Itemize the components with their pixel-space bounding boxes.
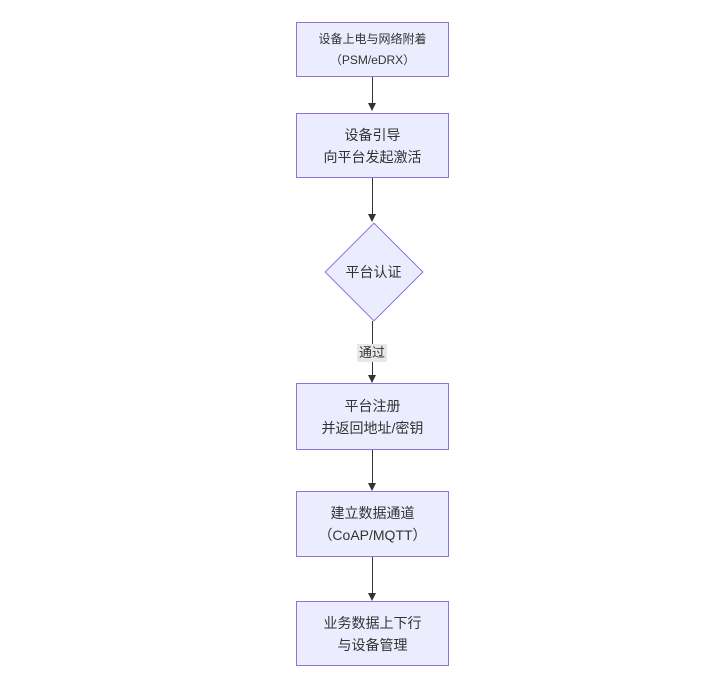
node-bootstrap: 设备引导 向平台发起激活 xyxy=(296,113,449,178)
node-platform-register: 平台注册 并返回地址/密钥 xyxy=(296,383,449,450)
edge-register-to-channel xyxy=(372,450,373,484)
arrowhead-down-icon xyxy=(368,483,376,491)
node-label-line: 并返回地址/密钥 xyxy=(321,419,424,436)
node-label-line: 平台注册 xyxy=(344,397,401,414)
node-label-line: 设备引导 xyxy=(344,126,401,143)
node-label-line: 业务数据上下行 xyxy=(323,614,422,631)
edge-label-pass: 通过 xyxy=(356,344,388,362)
node-label-line: 向平台发起激活 xyxy=(323,148,422,165)
edge-boot-to-auth xyxy=(372,178,373,215)
edge-channel-to-business xyxy=(372,557,373,594)
node-label-line: （PSM/eDRX） xyxy=(329,52,416,67)
node-business-data: 业务数据上下行 与设备管理 xyxy=(296,601,449,666)
arrowhead-down-icon xyxy=(368,593,376,601)
arrowhead-down-icon xyxy=(368,214,376,222)
node-data-channel: 建立数据通道 （CoAP/MQTT） xyxy=(296,491,449,557)
edge-power-to-boot xyxy=(372,77,373,104)
arrowhead-down-icon xyxy=(368,375,376,383)
node-label-line: 设备上电与网络附着 xyxy=(318,31,427,46)
node-label-line: 建立数据通道 xyxy=(330,505,415,521)
node-platform-auth: 平台认证 xyxy=(323,221,424,322)
node-label-line: 平台认证 xyxy=(345,263,402,280)
node-power-attach: 设备上电与网络附着 （PSM/eDRX） xyxy=(296,22,449,77)
node-label-line: 与设备管理 xyxy=(337,636,408,653)
arrowhead-down-icon xyxy=(368,103,376,111)
node-label-line: （CoAP/MQTT） xyxy=(318,527,427,543)
